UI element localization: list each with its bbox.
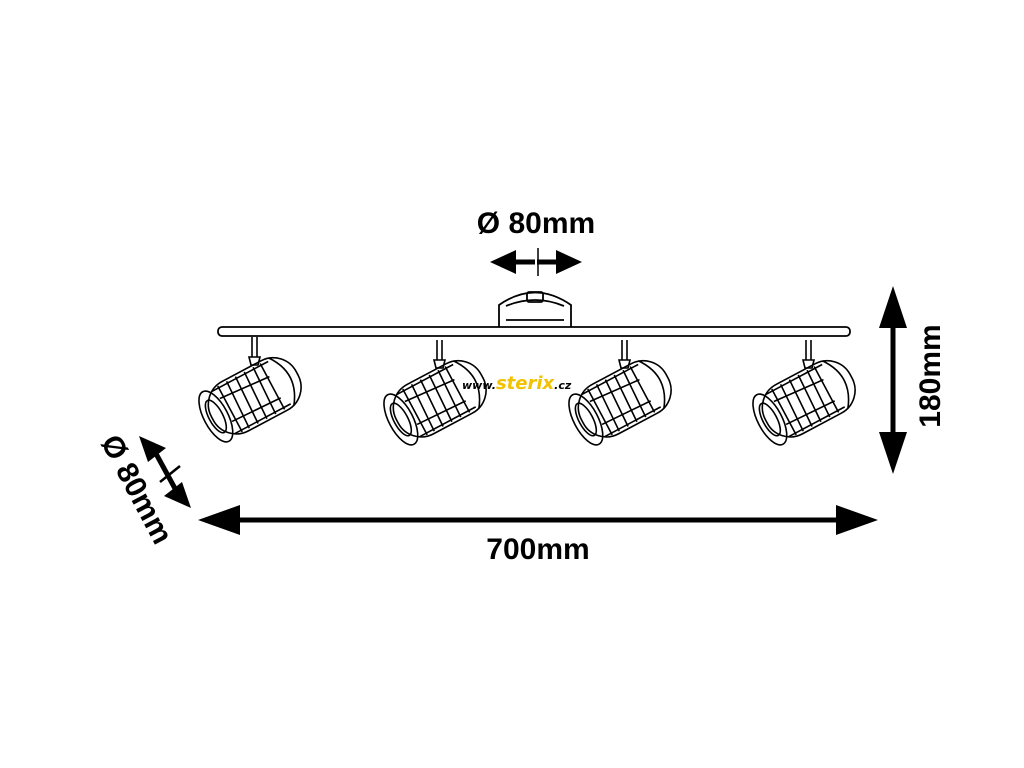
- mounting-bar: [217, 326, 851, 337]
- spot-diameter-dimension: Ø 80mm: [94, 430, 191, 550]
- height-dimension: 180mm: [879, 286, 947, 474]
- spotlight-2: [376, 339, 497, 451]
- spot-diameter-arrow: [139, 436, 191, 508]
- spotlight-1: [191, 336, 312, 448]
- watermark-prefix: www.: [462, 379, 496, 392]
- spot-diameter-label: Ø 80mm: [94, 430, 179, 550]
- width-dimension: 700mm: [198, 505, 878, 566]
- watermark-brand: sterix: [496, 373, 556, 394]
- watermark-suffix: .cz: [554, 379, 572, 392]
- canopy-diameter-dimension: Ø 80mm: [477, 207, 595, 276]
- canopy-diameter-label: Ø 80mm: [477, 207, 595, 240]
- width-label: 700mm: [486, 533, 589, 566]
- height-label: 180mm: [914, 324, 947, 427]
- width-arrow: [198, 505, 878, 535]
- watermark: www.sterix.cz: [462, 373, 572, 394]
- spotlight-4: [745, 339, 866, 451]
- ceiling-canopy: [498, 291, 572, 327]
- canopy-diameter-arrow: [490, 248, 582, 276]
- height-arrow: [879, 286, 907, 474]
- spotlight-3: [561, 339, 682, 451]
